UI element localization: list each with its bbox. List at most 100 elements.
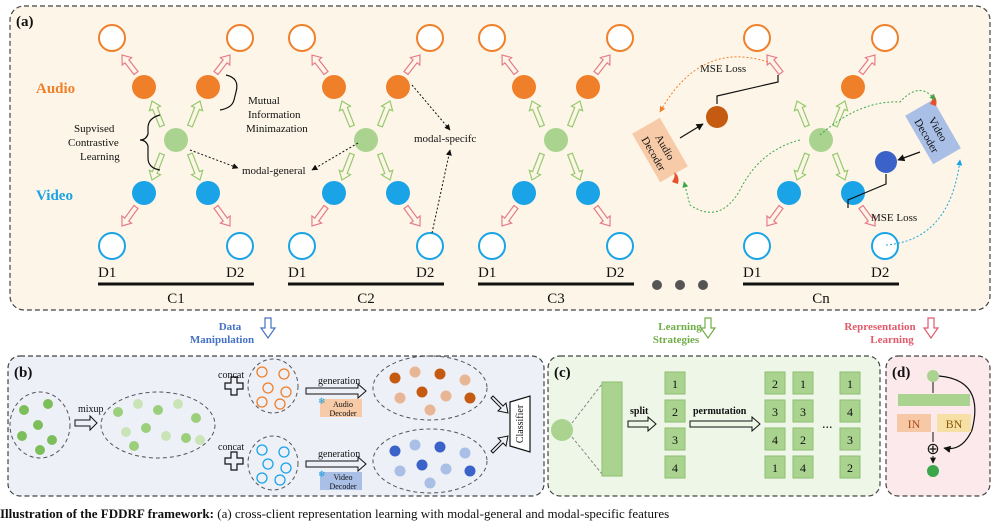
chunk-label: 4 bbox=[772, 433, 778, 447]
mixed-data-ellipse bbox=[100, 391, 216, 459]
flow-green-to-video-decoder bbox=[819, 90, 936, 136]
feature-dash-top bbox=[571, 383, 603, 424]
video-feature-circle bbox=[256, 472, 268, 484]
permutation-label: permutation bbox=[693, 406, 747, 417]
concat-top-label: concat bbox=[218, 370, 244, 381]
pink-arrow-icon bbox=[593, 54, 611, 76]
audio-specific-node bbox=[322, 75, 346, 99]
audio-output-node bbox=[478, 24, 506, 52]
modal-general-arrow-1 bbox=[189, 149, 239, 169]
output-node bbox=[927, 465, 939, 477]
chunk-box bbox=[664, 399, 686, 423]
mi-line3: Minimazation bbox=[246, 123, 308, 135]
audio-feature-circles bbox=[256, 366, 292, 410]
modal-general-node bbox=[164, 128, 188, 152]
green-arrow-icon bbox=[528, 152, 546, 181]
mixed-sample-dot bbox=[133, 399, 143, 409]
fire-icon-audio bbox=[672, 172, 679, 184]
mixed-sample-dot bbox=[153, 405, 163, 415]
mixed-sample-dot bbox=[195, 435, 205, 445]
green-arrow-icon bbox=[186, 100, 204, 128]
data-manipulation-arrow bbox=[259, 317, 277, 340]
domain-label-d2: D2 bbox=[606, 265, 624, 281]
caption-rest: (a) cross-client representation learning… bbox=[213, 506, 670, 521]
chunk-label: 3 bbox=[772, 405, 778, 419]
mi-line2: Information bbox=[248, 109, 301, 121]
mixup-label: mixup bbox=[78, 404, 104, 415]
green-arrow-icon bbox=[528, 100, 546, 128]
video-input-node bbox=[226, 232, 254, 260]
classifier-box bbox=[509, 395, 531, 453]
chunk-label: 2 bbox=[847, 461, 853, 475]
video-input-node bbox=[416, 232, 444, 260]
pink-arrow-icon bbox=[766, 204, 784, 227]
audio-generated-dot bbox=[424, 404, 436, 416]
chunk-box bbox=[839, 371, 861, 395]
domain-label-d2: D2 bbox=[871, 265, 889, 281]
norm-feature-bar bbox=[898, 394, 970, 406]
classifier-label: Classifier bbox=[515, 404, 526, 443]
green-arrow-icon bbox=[376, 100, 394, 128]
audio-specific-node bbox=[576, 75, 600, 99]
video-specific-node bbox=[322, 181, 346, 205]
ellipsis-dot-3 bbox=[698, 280, 708, 290]
feature-node bbox=[551, 419, 573, 441]
audio-decoder-mini-line2: Decoder bbox=[329, 409, 356, 418]
chunk-box bbox=[664, 427, 686, 451]
video-input-node bbox=[743, 232, 771, 260]
scl-line2: Contrastive bbox=[68, 137, 119, 149]
in-label: IN bbox=[908, 417, 921, 431]
snowflake-icon-video: ❄ bbox=[318, 469, 326, 479]
domain-label-d1: D1 bbox=[288, 265, 306, 281]
green-arrow-icon bbox=[831, 152, 849, 181]
video-label: Video bbox=[36, 188, 73, 204]
chunk-box bbox=[764, 399, 786, 423]
video-generated-ellipse bbox=[372, 428, 488, 494]
mixed-sample-dot bbox=[113, 407, 123, 417]
learning-strategies-arrow bbox=[699, 317, 717, 340]
video-generated-dot bbox=[434, 441, 446, 453]
audio-output-node bbox=[226, 24, 254, 52]
scl-bracket bbox=[139, 114, 161, 171]
raw-data-ellipse bbox=[9, 391, 71, 459]
client-label: Cn bbox=[812, 291, 830, 307]
chunk-label: 3 bbox=[800, 405, 806, 419]
scl-line3: Learning bbox=[80, 151, 120, 163]
modal-general-arrow-2 bbox=[311, 142, 359, 171]
generation-top-arrow bbox=[305, 382, 367, 400]
audio-feature-circle bbox=[256, 366, 268, 378]
video-specific-node bbox=[196, 181, 220, 205]
pink-arrow-icon bbox=[311, 54, 329, 76]
chunk-box bbox=[839, 455, 861, 479]
audio-generated-dot bbox=[434, 368, 446, 380]
mixup-arrow bbox=[74, 414, 98, 432]
mixed-sample-dot bbox=[181, 433, 191, 443]
generation-bottom-arrow bbox=[305, 455, 367, 473]
audio-generated-dot bbox=[440, 390, 452, 402]
modal-specific-arrow-1 bbox=[411, 84, 451, 131]
video-input-node bbox=[871, 232, 899, 260]
panel-b-box bbox=[7, 355, 545, 497]
input-node bbox=[927, 370, 939, 382]
domain-label-d2: D2 bbox=[226, 265, 244, 281]
chunk-label: 4 bbox=[672, 461, 678, 475]
mixed-sample-dot bbox=[141, 423, 151, 433]
in-box bbox=[897, 414, 931, 432]
pink-arrow-icon bbox=[213, 54, 231, 76]
video-input-node bbox=[478, 232, 506, 260]
audio-generated-dots bbox=[389, 366, 476, 416]
learning-strategies-line1: Learning bbox=[658, 321, 702, 333]
audio-specific-node bbox=[386, 75, 410, 99]
chunk-box bbox=[664, 455, 686, 479]
pink-arrow-icon bbox=[121, 54, 139, 76]
modal-general-node bbox=[809, 128, 833, 152]
chunk-box bbox=[792, 427, 814, 451]
chunk-box bbox=[764, 455, 786, 479]
video-generated-dot bbox=[459, 447, 471, 459]
pink-arrow-icon bbox=[858, 204, 876, 227]
flow-decoder-to-dark-audio bbox=[679, 123, 704, 139]
raw-sample-dot bbox=[19, 405, 29, 415]
video-specific-node bbox=[841, 181, 865, 205]
